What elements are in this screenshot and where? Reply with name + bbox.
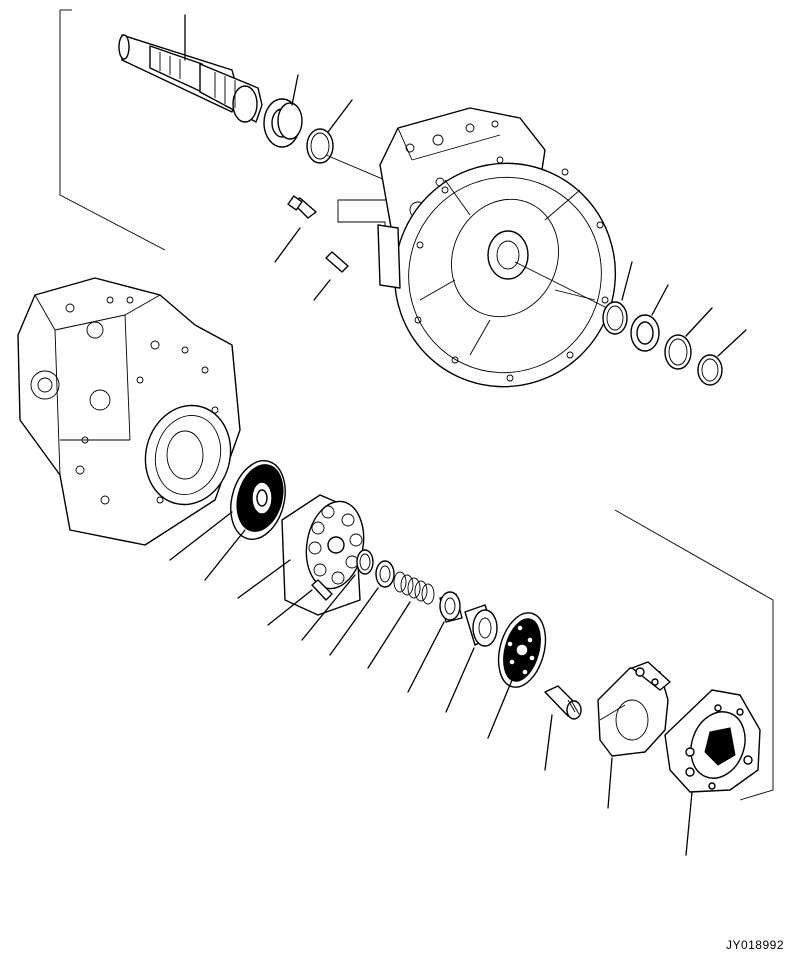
- leader-line: [204, 529, 246, 581]
- leader-line: [327, 99, 353, 133]
- o-ring: [664, 334, 692, 370]
- leader-line: [367, 601, 411, 669]
- cradle-bracket: [664, 689, 761, 793]
- dowel-pin: [325, 251, 349, 273]
- leader-line: [291, 74, 299, 106]
- retaining-clip: [356, 549, 374, 575]
- lower-group-frame: [614, 509, 774, 801]
- leader-line: [313, 279, 331, 301]
- leader-line: [329, 587, 379, 656]
- spring: [393, 571, 435, 605]
- retaining-ring: [602, 301, 628, 335]
- leader-line: [237, 559, 291, 599]
- leader-line: [651, 284, 669, 316]
- snap-ring: [697, 354, 723, 386]
- leader-line: [445, 647, 475, 713]
- drive-shaft: [118, 34, 263, 123]
- valve-plate: [230, 460, 286, 540]
- pin: [311, 579, 333, 601]
- retainer-plate: [497, 612, 547, 688]
- leader-line: [274, 227, 301, 263]
- bolt: [287, 195, 317, 219]
- flywheel-housing: [377, 107, 617, 388]
- leader-line: [267, 589, 313, 626]
- figure-code: JY018992: [725, 938, 784, 952]
- leader-line: [544, 714, 553, 771]
- leader-line: [685, 307, 713, 337]
- swash-plate: [597, 661, 671, 757]
- bearing: [263, 98, 303, 148]
- leader-line: [407, 621, 445, 693]
- leader-line: [717, 329, 747, 357]
- leader-line: [301, 574, 356, 641]
- leader-line: [487, 679, 513, 739]
- snap-ring: [306, 128, 334, 164]
- washer: [375, 560, 395, 588]
- leader-line: [169, 511, 233, 561]
- leader-line: [685, 791, 693, 856]
- sleeve: [439, 591, 463, 623]
- upper-group-frame: [59, 9, 166, 251]
- leader-line: [514, 261, 616, 313]
- piston: [544, 685, 582, 720]
- ball-guide: [464, 604, 498, 647]
- leader-line: [607, 757, 613, 809]
- oil-seal: [630, 314, 660, 352]
- pump-case: [17, 277, 241, 546]
- cylinder-block: [281, 494, 365, 616]
- leader-line: [621, 261, 633, 301]
